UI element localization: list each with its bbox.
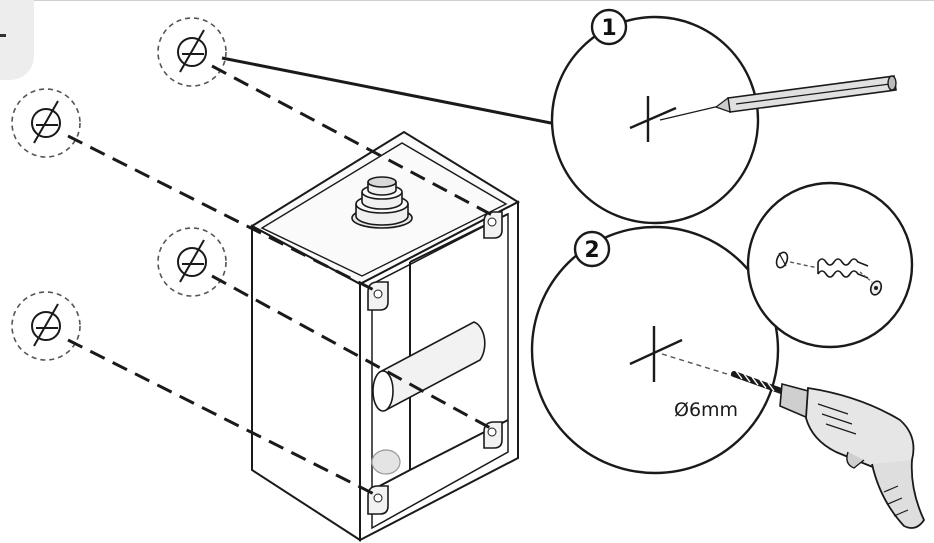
projection-line-lower-left [67,338,379,498]
wall-plug-icon [817,258,883,296]
projection-line-upper-left [67,134,379,294]
enclosure-box [250,130,521,542]
leader-line [221,56,557,126]
pencil-icon [659,75,897,121]
drill-mark-lower-left [11,291,81,361]
top-border [34,0,934,1]
screw-icon [775,251,789,269]
cable-gland [351,176,413,229]
projection-line-middle [211,274,495,432]
drill-icon [731,370,926,529]
corner-lug-top-right [483,211,503,239]
step-2-number: 2 [584,238,599,263]
step-1-circle [550,15,760,225]
projection-line-top [211,64,495,218]
corner-lug-bottom-left [367,485,389,515]
wall-plug-inset [746,181,914,349]
step-1-number: 1 [601,16,616,41]
drill-mark-top [157,17,227,87]
drill-mark-middle [157,227,227,297]
step-2-detail: Ø6mm 2 [530,225,926,529]
step-2-badge: 2 [573,230,611,268]
corner-tab [0,0,34,80]
step-1-badge: 1 [590,8,628,46]
step-1-detail: 1 [550,8,897,225]
corner-lug-top-left [367,281,389,311]
minus-icon [0,34,6,37]
drill-mark-upper-left [11,88,81,158]
drill-bit-size-label: Ø6mm [674,399,738,421]
